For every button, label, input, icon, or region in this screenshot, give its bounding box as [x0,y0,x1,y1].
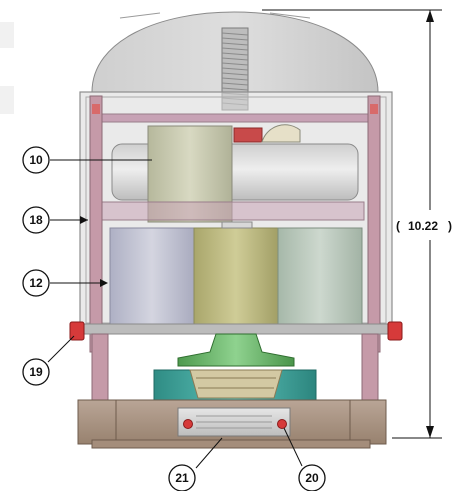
svg-text:19: 19 [29,365,43,379]
leader-lines [47,159,303,469]
background-panel-top [0,22,14,48]
svg-text:18: 18 [29,213,43,227]
nameplate-screw-right-icon [277,419,287,429]
callout-19: 19 [22,358,50,386]
teal-mount [153,369,317,401]
lower-battery-olive [193,227,279,325]
leader-arrow-12-icon [100,279,108,287]
right-support-post [367,95,381,353]
callout-18: 18 [22,206,50,234]
callout-21: 21 [168,464,196,491]
svg-text:10: 10 [29,153,43,167]
right-leg [361,333,379,401]
lower-battery-sage [277,227,363,325]
svg-text:20: 20 [305,471,319,485]
svg-text:12: 12 [29,276,43,290]
green-stand [177,333,295,367]
enclosure-bottom-plate [79,323,393,335]
height-dimension [262,9,442,439]
middle-pink-shelf [95,201,365,221]
battery-clip [221,221,253,229]
dimension-value: 10.22 [408,219,438,233]
dimension-open-paren: ( [396,219,400,233]
red-connector-icon [233,124,301,143]
nameplate-screw-left-icon [183,419,193,429]
left-leg [91,333,109,401]
dimension-close-paren: ) [448,219,452,233]
callout-20: 20 [298,464,326,491]
callout-10: 10 [22,146,50,174]
svg-text:21: 21 [175,471,189,485]
leader-arrow-18-icon [80,216,88,224]
left-support-post [89,95,103,353]
nameplate [177,407,291,437]
hex-bolt-icon [69,321,403,341]
background-panel-mid [0,86,14,114]
callout-12: 12 [22,269,50,297]
lower-battery-blue [109,227,195,325]
top-pink-rail [95,113,377,123]
